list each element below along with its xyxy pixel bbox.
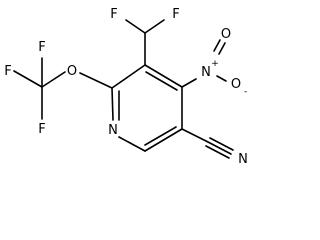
atom-label-f-chf2-left: F (110, 7, 117, 22)
bond-c6-n1 (118, 136, 146, 152)
atom-label-n-nitrile: N (238, 152, 248, 167)
bond-nnitro-o-minus (216, 75, 227, 82)
charge-plus-nitro: + (211, 59, 219, 69)
bond-nnitro-o-top (218, 42, 226, 55)
bond-chf2-f1 (125, 19, 146, 34)
atom-label-o-nitro-top: O (221, 27, 231, 42)
atom-label-f-cf3-top: F (38, 40, 45, 55)
atom-label-n-nitro: N (201, 65, 211, 80)
bond-triple-c (205, 145, 230, 159)
bond-chf2-f2 (144, 19, 165, 34)
bond-nnitro-o-top-2 (213, 39, 221, 52)
bond-triple-a (207, 141, 232, 155)
bond-triple-b (209, 137, 234, 151)
bond-c3-c4 (144, 64, 183, 88)
bond-n1-c2 (111, 87, 114, 121)
bond-o-cf3 (41, 71, 66, 88)
charge-minus-nitro: - (244, 87, 247, 97)
bond-cf3-f-left (13, 70, 43, 88)
bond-c5-cnitrile (181, 128, 209, 143)
nitrile-group (181, 128, 234, 159)
bond-c4-nnitro (181, 78, 197, 88)
bond-c3-c4-inner (145, 71, 178, 91)
bond-c5-c6 (144, 128, 183, 152)
trifluoromethoxy-group (13, 57, 113, 120)
atom-label-o-ether: O (67, 64, 77, 79)
difluoromethyl-group (125, 19, 165, 66)
bond-c2-c3 (111, 64, 146, 89)
nitro-group (181, 39, 227, 88)
chemical-structure-diagram: F F O F F F N N + O O - N (4, 7, 248, 167)
atom-label-n-ring: N (108, 123, 118, 138)
atom-label-f-chf2-right: F (172, 7, 179, 22)
pyridine-ring (111, 64, 183, 152)
atom-label-f-cf3-bottom: F (38, 122, 45, 137)
bond-c5-c6-inner (144, 126, 177, 146)
atom-label-o-nitro-minus: O (231, 77, 241, 92)
bond-c2-o (79, 72, 113, 89)
atom-label-f-cf3-left: F (4, 64, 11, 79)
